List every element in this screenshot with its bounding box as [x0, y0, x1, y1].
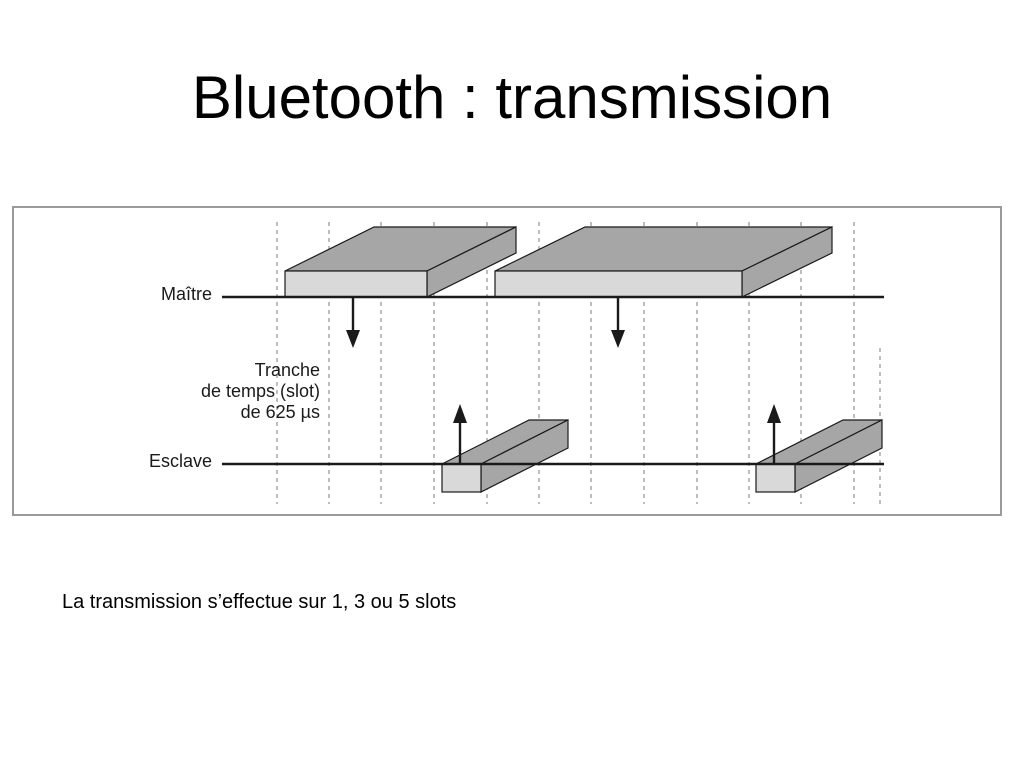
master-packet	[284, 226, 517, 298]
slave-label: Esclave	[149, 451, 212, 471]
packet-front-face	[441, 463, 482, 493]
slide-title: Bluetooth : transmission	[191, 64, 833, 131]
slot-label-line: de 625 µs	[241, 402, 320, 422]
slot-label-line: Tranche	[255, 360, 320, 380]
master-packet	[494, 226, 833, 298]
down-arrow-icon	[611, 297, 625, 348]
slave-packet	[755, 419, 883, 493]
master-label: Maître	[161, 284, 212, 304]
packet-front-face	[755, 463, 796, 493]
down-arrow-icon	[346, 297, 360, 348]
master-slave-timing-diagram: Maître Esclave Tranche de temps (slot) d…	[149, 222, 884, 504]
slide-caption: La transmission s’effectue sur 1, 3 ou 5…	[62, 591, 457, 613]
packet-front-face	[494, 270, 743, 298]
up-arrow-icon	[767, 404, 781, 464]
slave-packet	[441, 419, 569, 493]
diagram-frame: Maître Esclave Tranche de temps (slot) d…	[12, 206, 1002, 516]
slot-label-line: de temps (slot)	[201, 381, 320, 401]
packet-front-face	[284, 270, 428, 298]
up-arrow-icon	[453, 404, 467, 464]
